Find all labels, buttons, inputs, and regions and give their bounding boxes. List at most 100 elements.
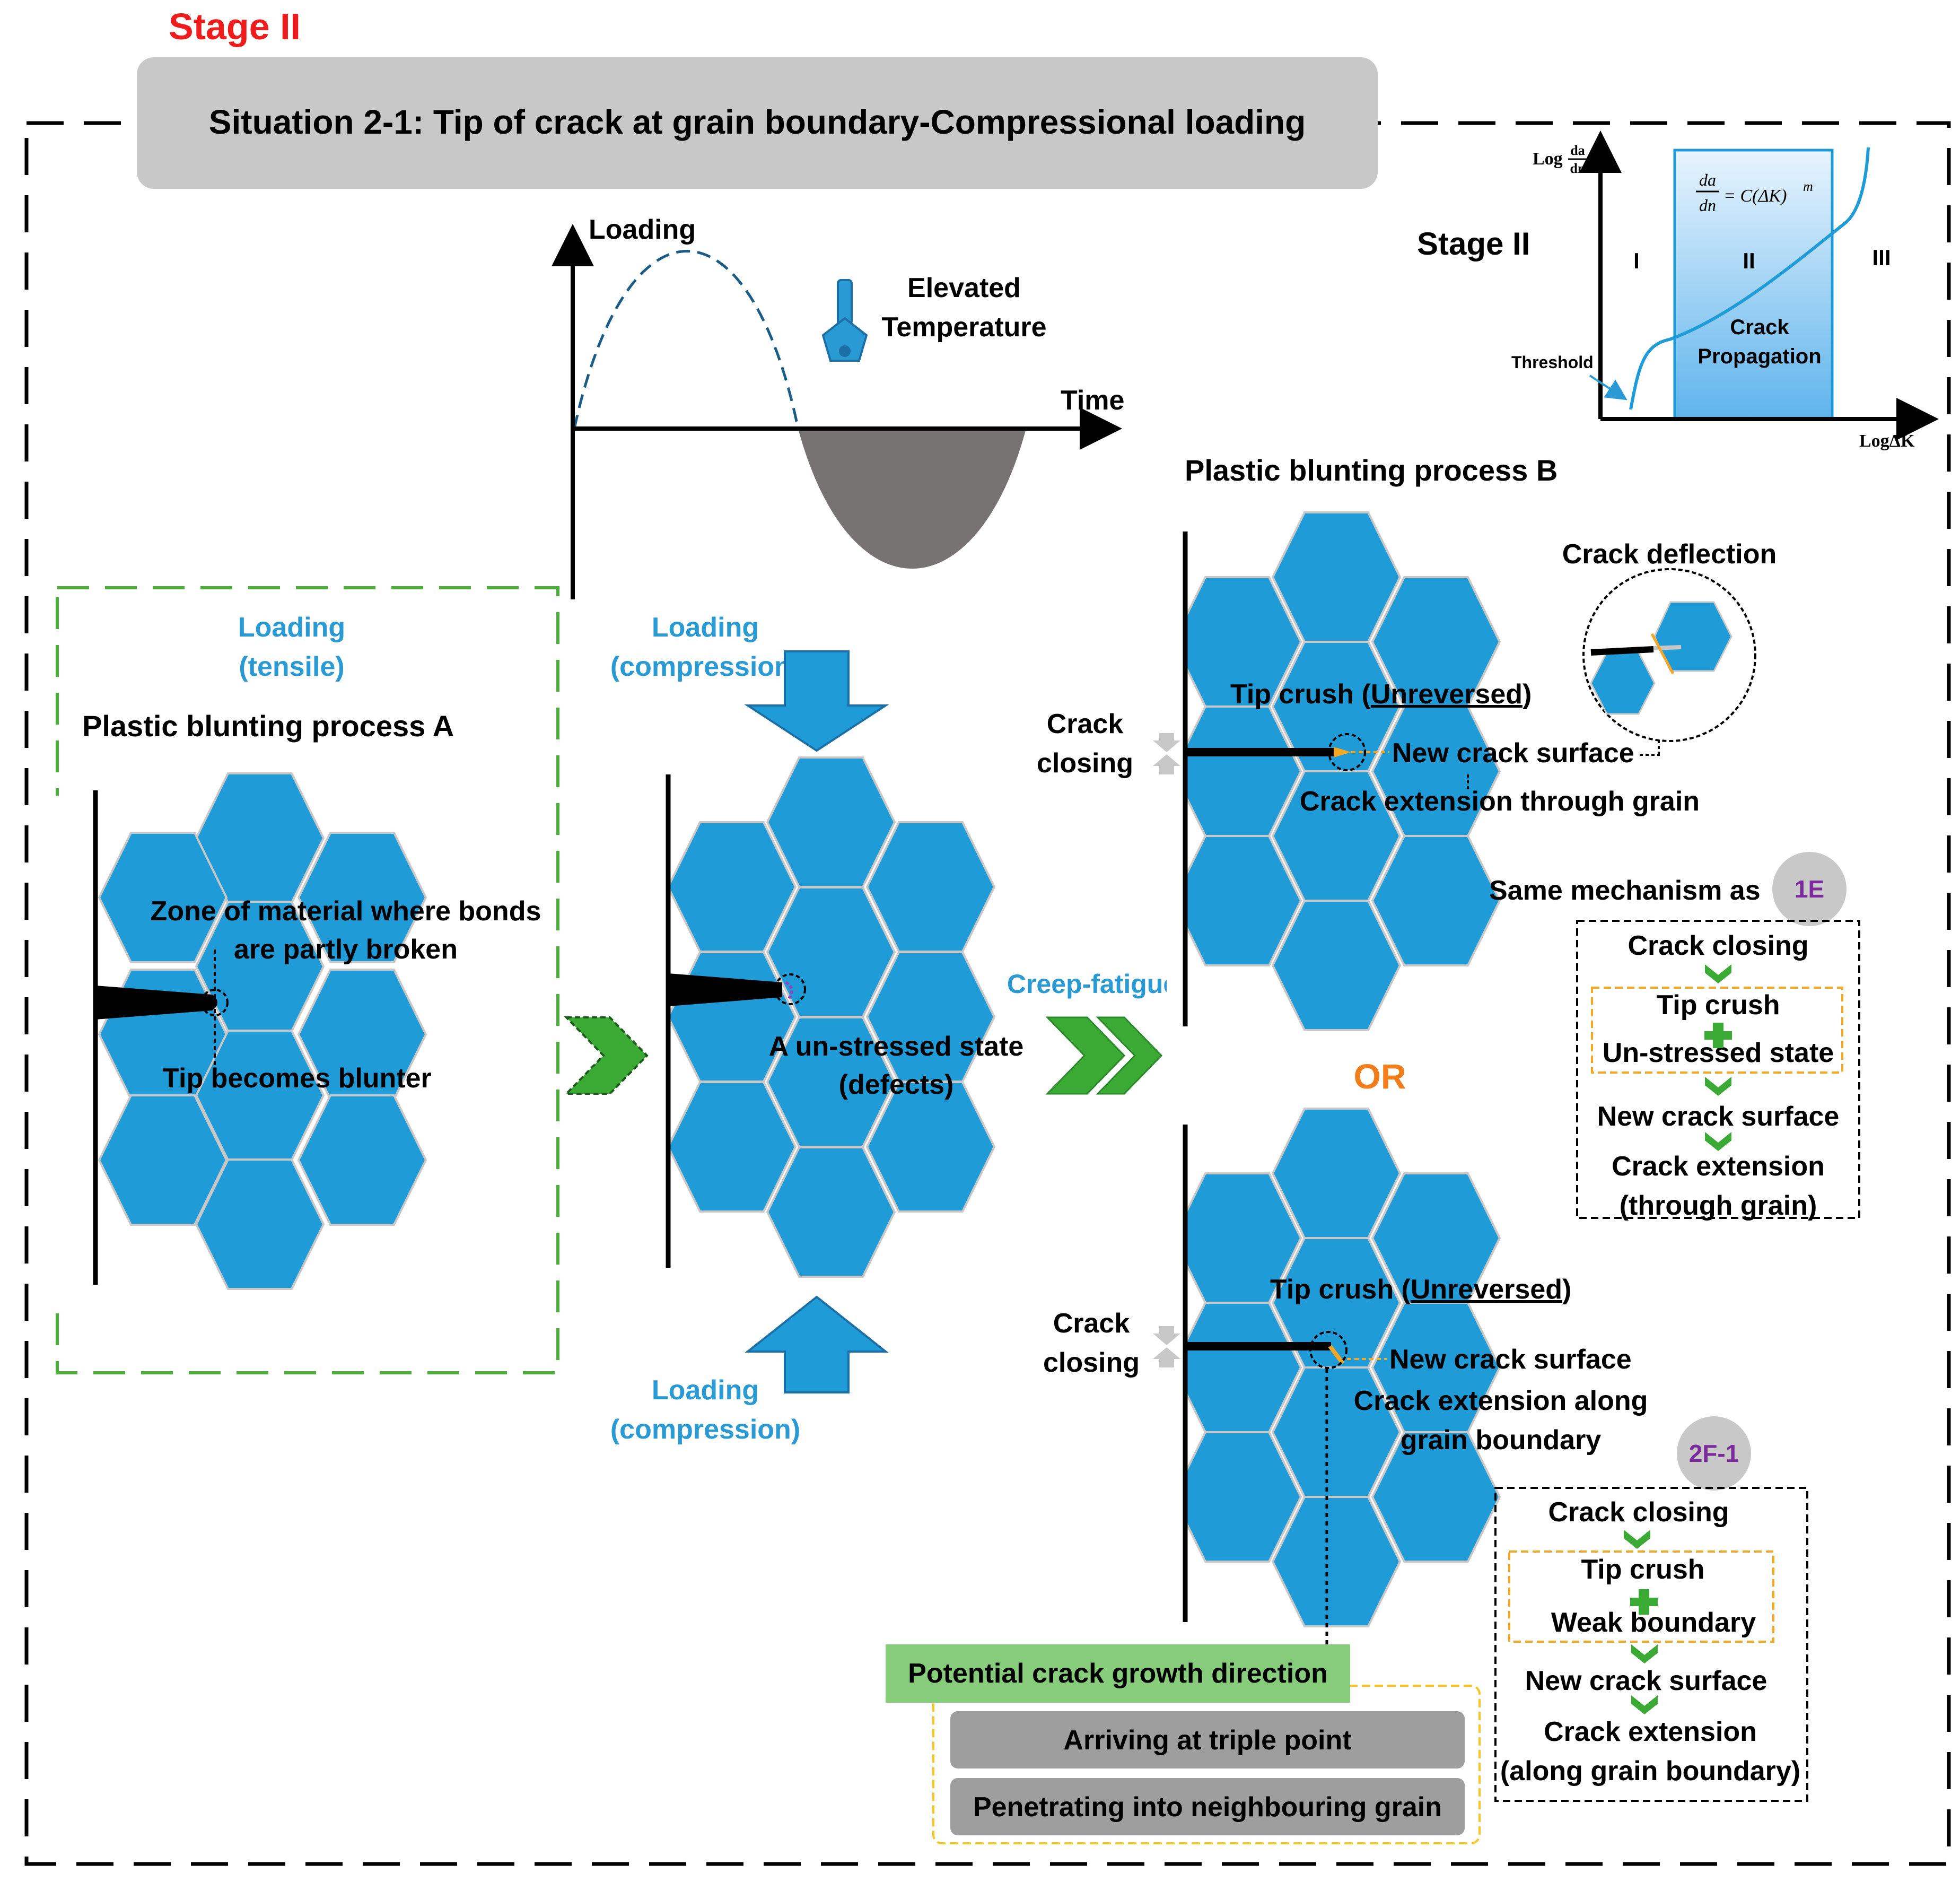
crack-extension-along-line1: Crack extension along bbox=[1354, 1386, 1648, 1416]
inset-y-label-prefix: Log bbox=[1533, 149, 1563, 169]
inset-y-frac-den: dn bbox=[1570, 161, 1586, 176]
tip-zone-b-top bbox=[1328, 733, 1366, 771]
crack-closing-top-line2: closing bbox=[1037, 748, 1133, 779]
option-triple-point-box[interactable] bbox=[950, 1711, 1465, 1768]
new-crack-surface-top: New crack surface bbox=[1392, 738, 1634, 769]
compression-bottom-line1: Loading bbox=[652, 1375, 759, 1406]
thermometer-icon bbox=[821, 279, 868, 362]
potential-options-frame bbox=[932, 1685, 1481, 1844]
grain-cluster-a bbox=[98, 772, 427, 1290]
loading-time-graph: Loading Time Elevated Temperature bbox=[552, 214, 1124, 599]
crack-closing-top-line1: Crack bbox=[1047, 709, 1124, 739]
crack-closing-bottom-line1: Crack bbox=[1053, 1308, 1130, 1339]
creep-fatigue-label: Creep-fatigue bbox=[1007, 969, 1178, 999]
option-triple-point: Arriving at triple point bbox=[1063, 1725, 1351, 1756]
zone-label-line1: Zone of material where bonds bbox=[151, 896, 541, 927]
region-label-i: I bbox=[1633, 248, 1640, 273]
growth-curve bbox=[1629, 147, 1870, 410]
compression-top-line1: Loading bbox=[652, 612, 759, 643]
process-b-title: Plastic blunting process B bbox=[1185, 454, 1558, 487]
temperature-line2: Temperature bbox=[881, 312, 1046, 343]
compression-arrow-down bbox=[744, 650, 889, 752]
flow-2f-1-step4: New crack surface bbox=[1525, 1666, 1768, 1696]
page-title: Situation 2-1: Tip of crack at grain bou… bbox=[209, 103, 1306, 141]
compression-arrow-up bbox=[745, 1295, 889, 1393]
grain-cluster-b-top bbox=[1172, 511, 1501, 1031]
region-label-ii: II bbox=[1743, 248, 1755, 273]
unstressed-line1: A un-stressed state bbox=[769, 1031, 1024, 1062]
crack-deflection-label: Crack deflection bbox=[1562, 539, 1777, 570]
option-neighbouring-grain: Penetrating into neighbouring grain bbox=[973, 1792, 1442, 1823]
title-banner bbox=[137, 57, 1378, 189]
same-mechanism-label: Same mechanism as bbox=[1489, 875, 1761, 906]
flow-1e-step6: (through grain) bbox=[1620, 1190, 1817, 1221]
crack-deflection-zoom bbox=[1582, 568, 1756, 742]
crack-a bbox=[95, 986, 217, 1020]
flow-1e-step4: New crack surface bbox=[1597, 1101, 1840, 1132]
or-label: OR bbox=[1354, 1057, 1406, 1096]
flow-2f-1-step2: Tip crush bbox=[1581, 1554, 1704, 1585]
flow-2f-1-connectors bbox=[1624, 1530, 1658, 1714]
tensile-loading-line2: (tensile) bbox=[239, 651, 344, 682]
equation-num: da bbox=[1699, 170, 1716, 189]
equation-rhs: = C(ΔK) bbox=[1723, 186, 1787, 206]
unstressed-line2: (defects) bbox=[839, 1069, 954, 1100]
region-text-propagation: Propagation bbox=[1698, 345, 1821, 368]
tip-blunter-label: Tip becomes blunter bbox=[162, 1063, 432, 1094]
badge-2f-1 bbox=[1677, 1416, 1751, 1491]
tip-zone-a bbox=[201, 989, 229, 1016]
badge-1e bbox=[1772, 852, 1847, 926]
flow-2f-1-step5: Crack extension bbox=[1544, 1717, 1757, 1747]
badge-1e-label: 1E bbox=[1795, 875, 1824, 903]
zone-label-line2: are partly broken bbox=[234, 934, 458, 965]
equation-exponent: m bbox=[1803, 179, 1813, 194]
crack-growth-inset: Stage II Log da dn LogΔK da dn = C(ΔK) m… bbox=[1417, 130, 1939, 451]
crack-extension-through-grain: Crack extension through grain bbox=[1300, 786, 1700, 817]
threshold-label: Threshold bbox=[1511, 353, 1594, 372]
compression-area bbox=[798, 429, 1026, 569]
process-a-title: Plastic blunting process A bbox=[82, 709, 454, 743]
flow-2f-1-step3: Weak boundary bbox=[1551, 1607, 1756, 1638]
flow-1e-step5: Crack extension bbox=[1612, 1151, 1825, 1182]
region-label-iii: III bbox=[1872, 245, 1891, 270]
crack-closing-arrows-top bbox=[1153, 733, 1180, 774]
grain-cluster-middle bbox=[667, 756, 995, 1278]
flow-1e-highlight bbox=[1591, 987, 1843, 1074]
flow-2f-1-step1: Crack closing bbox=[1548, 1497, 1729, 1528]
flow-1e-connectors bbox=[1704, 964, 1732, 1151]
compression-bottom-line2: (compression) bbox=[610, 1414, 800, 1445]
tip-zone-b-bottom bbox=[1309, 1331, 1348, 1369]
deflection-grains bbox=[1590, 601, 1732, 715]
mechanism-flow-2f-1 bbox=[1494, 1487, 1808, 1802]
stage-label: Stage II bbox=[169, 6, 301, 47]
flow-2f-1-highlight bbox=[1508, 1550, 1774, 1643]
flow-2f-1-step6: (along grain boundary) bbox=[1500, 1756, 1800, 1787]
region-text-crack: Crack bbox=[1730, 316, 1789, 339]
compression-top-line2: (compression) bbox=[610, 651, 800, 682]
inset-y-frac-num: da bbox=[1570, 143, 1585, 158]
flow-1e-step1: Crack closing bbox=[1628, 930, 1808, 961]
potential-direction-title: Potential crack growth direction bbox=[908, 1658, 1328, 1689]
mechanism-flow-1e bbox=[1576, 920, 1860, 1219]
tip-crush-bottom: Tip crush (Unreversed) bbox=[1270, 1274, 1571, 1305]
flow-1e-step2: Tip crush bbox=[1656, 990, 1780, 1021]
x-axis-label: Time bbox=[1061, 385, 1124, 416]
y-axis-label: Loading bbox=[589, 214, 696, 245]
badge-2f-1-label: 2F-1 bbox=[1689, 1440, 1739, 1467]
tip-crush-top: Tip crush (Unreversed) bbox=[1230, 679, 1532, 710]
crack-closing-arrows-bottom bbox=[1153, 1326, 1180, 1367]
crack-middle bbox=[668, 973, 782, 1006]
inset-stage-label: Stage II bbox=[1417, 226, 1530, 262]
inset-x-label: LogΔK bbox=[1859, 431, 1915, 451]
potential-direction-header bbox=[886, 1644, 1350, 1703]
double-chevron-arrow bbox=[1045, 1016, 1163, 1095]
tensile-dashed-curve bbox=[573, 250, 800, 429]
option-neighbouring-grain-box[interactable] bbox=[950, 1778, 1465, 1835]
equation-den: dn bbox=[1699, 196, 1716, 215]
temperature-line1: Elevated bbox=[907, 273, 1021, 303]
chevron-arrow-1 bbox=[564, 1016, 649, 1095]
crack-closing-bottom-line2: closing bbox=[1043, 1347, 1140, 1378]
tip-zone-middle bbox=[774, 973, 806, 1005]
tensile-loading-line1: Loading bbox=[238, 612, 345, 643]
